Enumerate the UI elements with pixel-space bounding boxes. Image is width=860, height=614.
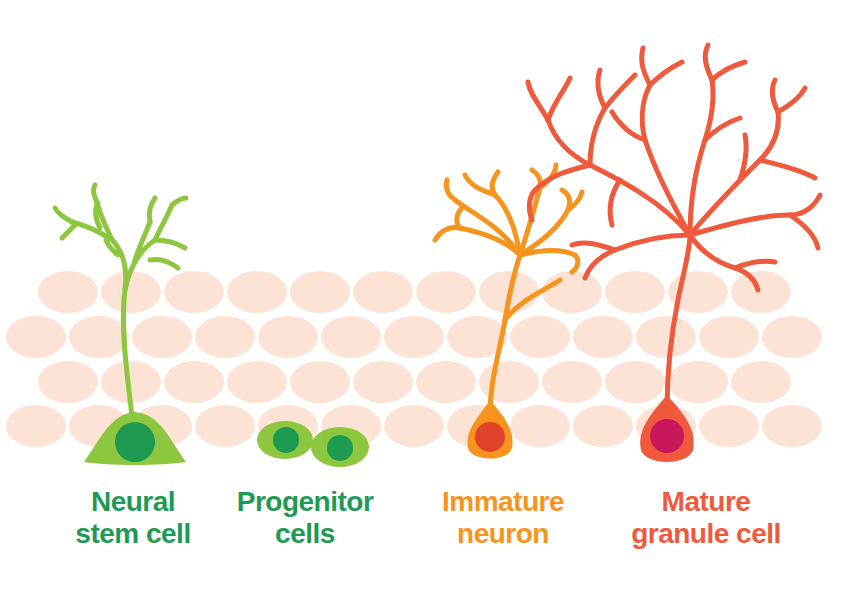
tissue-cell xyxy=(731,361,791,403)
tissue-cell xyxy=(353,271,413,313)
progenitor-nucleus xyxy=(273,427,299,453)
tissue-cell xyxy=(605,361,665,403)
tissue-cell xyxy=(38,271,98,313)
tissue-cell xyxy=(6,316,66,358)
tissue-cell xyxy=(636,316,696,358)
immature-neuron-nucleus xyxy=(475,422,505,452)
tissue-cell xyxy=(164,361,224,403)
progenitor-nucleus xyxy=(327,435,353,461)
tissue-cell xyxy=(416,361,476,403)
mature-cell-body xyxy=(640,395,693,462)
tissue-cell xyxy=(699,405,759,447)
tissue-cell xyxy=(6,405,66,447)
tissue-cell xyxy=(290,361,350,403)
tissue-cell xyxy=(542,271,602,313)
tissue-cell xyxy=(762,405,822,447)
tissue-cell xyxy=(416,271,476,313)
tissue-cell xyxy=(227,271,287,313)
tissue-cell xyxy=(573,405,633,447)
cell-label: Neural stem cell xyxy=(58,486,208,550)
tissue-cell xyxy=(762,316,822,358)
tissue-cell xyxy=(510,405,570,447)
progenitor-cell xyxy=(257,421,313,459)
cell-label: Mature granule cell xyxy=(611,486,801,550)
cell-label: Progenitor cells xyxy=(215,486,395,550)
tissue-cell xyxy=(227,361,287,403)
tissue-cell xyxy=(731,271,791,313)
tissue-cell xyxy=(668,361,728,403)
tissue-cell xyxy=(69,316,129,358)
tissue-cell xyxy=(164,271,224,313)
immature-neuron xyxy=(435,165,582,415)
tissue-cell xyxy=(132,316,192,358)
tissue-cell xyxy=(353,361,413,403)
stem-cell-nucleus xyxy=(115,422,155,462)
tissue-cell xyxy=(384,316,444,358)
tissue-cell xyxy=(573,316,633,358)
tissue-cell xyxy=(510,316,570,358)
tissue-cell xyxy=(384,405,444,447)
tissue-cell xyxy=(195,405,255,447)
tissue-cell xyxy=(542,361,602,403)
tissue-cell xyxy=(479,361,539,403)
tissue-cell xyxy=(195,316,255,358)
tissue-cell xyxy=(38,361,98,403)
cell-label: Immature neuron xyxy=(421,486,586,550)
tissue-cell xyxy=(290,271,350,313)
tissue-cell xyxy=(321,316,381,358)
tissue-cell xyxy=(699,316,759,358)
mature-granule-cell xyxy=(528,45,820,410)
stem-cell-body xyxy=(84,412,186,465)
mature-cell-nucleus xyxy=(650,419,684,453)
immature-neuron-body xyxy=(468,400,513,459)
tissue-cell xyxy=(605,271,665,313)
progenitor-cell xyxy=(311,427,369,467)
neural-stem-cell xyxy=(55,185,186,425)
tissue-cell xyxy=(101,271,161,313)
tissue-cell xyxy=(258,316,318,358)
